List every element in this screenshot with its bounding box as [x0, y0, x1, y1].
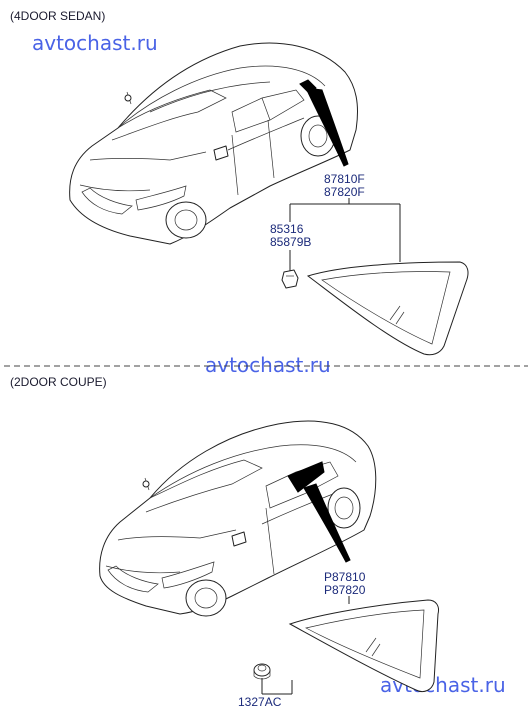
part-number-p87820: P87820 — [324, 583, 366, 597]
watermark-top: avtochast.ru — [32, 31, 158, 55]
watermark-middle: avtochast.ru — [205, 353, 331, 377]
coupe-glass-pointer — [303, 483, 351, 563]
coupe-nut-part — [253, 663, 271, 680]
coupe-leader-lines — [261, 596, 350, 695]
section-title-coupe: (2DOOR COUPE) — [10, 375, 107, 389]
part-number-87820f: 87820F — [324, 185, 365, 199]
sedan-clip-part — [281, 269, 299, 289]
part-number-87810f: 87810F — [324, 172, 365, 186]
section-title-sedan: (4DOOR SEDAN) — [10, 9, 105, 23]
coupe-quarter-glass — [288, 599, 439, 693]
sedan-glass-pointer — [305, 87, 349, 167]
part-number-p87810: P87810 — [324, 570, 366, 584]
sedan-leader-lines — [289, 198, 401, 272]
part-number-1327ac: 1327AC — [238, 695, 282, 709]
part-number-85316: 85316 — [270, 222, 304, 236]
sedan-quarter-glass — [306, 261, 469, 356]
part-number-85879b: 85879B — [270, 235, 311, 249]
sedan-car-illustration — [69, 42, 359, 245]
coupe-car-illustration — [99, 420, 377, 617]
